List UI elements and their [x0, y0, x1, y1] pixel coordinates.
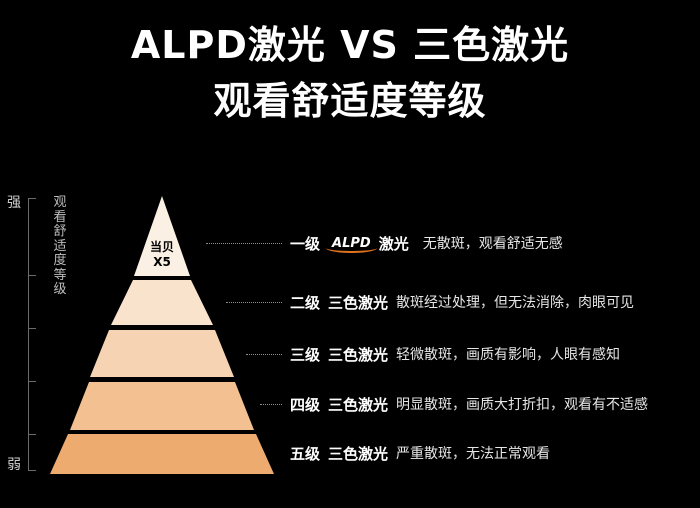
laser-type: 激光: [378, 234, 409, 253]
leader-line: [206, 243, 282, 244]
level-name: 五级: [290, 444, 321, 463]
axis-tick: [28, 434, 36, 435]
apex-brand: 当贝: [149, 240, 174, 254]
level-name: 一级: [290, 234, 321, 253]
axis-tick: [28, 275, 36, 276]
axis-tick: [28, 470, 36, 471]
level-description: 轻微散斑，画质有影响，人眼有感知: [396, 347, 621, 363]
axis-title: 观看舒适度等级: [53, 195, 67, 297]
leader-line: [226, 302, 282, 303]
title-line-1: ALPD激光 VS 三色激光: [130, 23, 570, 67]
axis-tick: [28, 381, 36, 382]
axis-strong-label: 强: [7, 195, 21, 211]
pyramid-tier-5: [50, 434, 274, 474]
leader-line: [260, 404, 282, 405]
axis-weak-label: 弱: [7, 457, 21, 473]
level-row-5: 五级 三色激光 严重散斑，无法正常观看: [290, 443, 550, 463]
level-description: 无散斑，观看舒适无感: [422, 236, 563, 252]
axis-tick: [28, 328, 36, 329]
level-name: 四级: [290, 395, 321, 414]
leader-line: [246, 354, 282, 355]
apex-model: X5: [153, 255, 171, 269]
pyramid-tier-4: [70, 382, 254, 430]
pyramid-tier-3: [90, 330, 234, 377]
level-description: 散斑经过处理，但无法消除，肉眼可见: [396, 295, 635, 311]
level-row-4: 四级 三色激光 明显散斑，画质大打折扣，观看有不适感: [290, 394, 648, 414]
laser-type: 三色激光: [328, 293, 389, 312]
axis-line: [28, 198, 29, 470]
level-description: 严重散斑，无法正常观看: [396, 446, 551, 462]
laser-type: 三色激光: [328, 444, 389, 463]
level-name: 二级: [290, 293, 321, 312]
apex-label: 当贝 X5: [142, 240, 182, 270]
level-row-2: 二级 三色激光 散斑经过处理，但无法消除，肉眼可见: [290, 292, 634, 312]
level-row-3: 三级 三色激光 轻微散斑，画质有影响，人眼有感知: [290, 344, 620, 364]
alpd-logo-icon: ALPD: [326, 234, 377, 253]
logo-swoosh: [326, 243, 377, 253]
level-name: 三级: [290, 345, 321, 364]
laser-type: 三色激光: [328, 345, 389, 364]
laser-type: 三色激光: [328, 395, 389, 414]
axis-tick: [28, 198, 36, 199]
title-line-2: 观看舒适度等级: [213, 79, 487, 123]
pyramid-tier-2: [111, 280, 213, 325]
level-description: 明显散斑，画质大打折扣，观看有不适感: [396, 397, 649, 413]
level-row-1: 一级 ALPD 激光 无散斑，观看舒适无感: [290, 233, 563, 253]
pyramid-tier-1: [134, 196, 190, 276]
